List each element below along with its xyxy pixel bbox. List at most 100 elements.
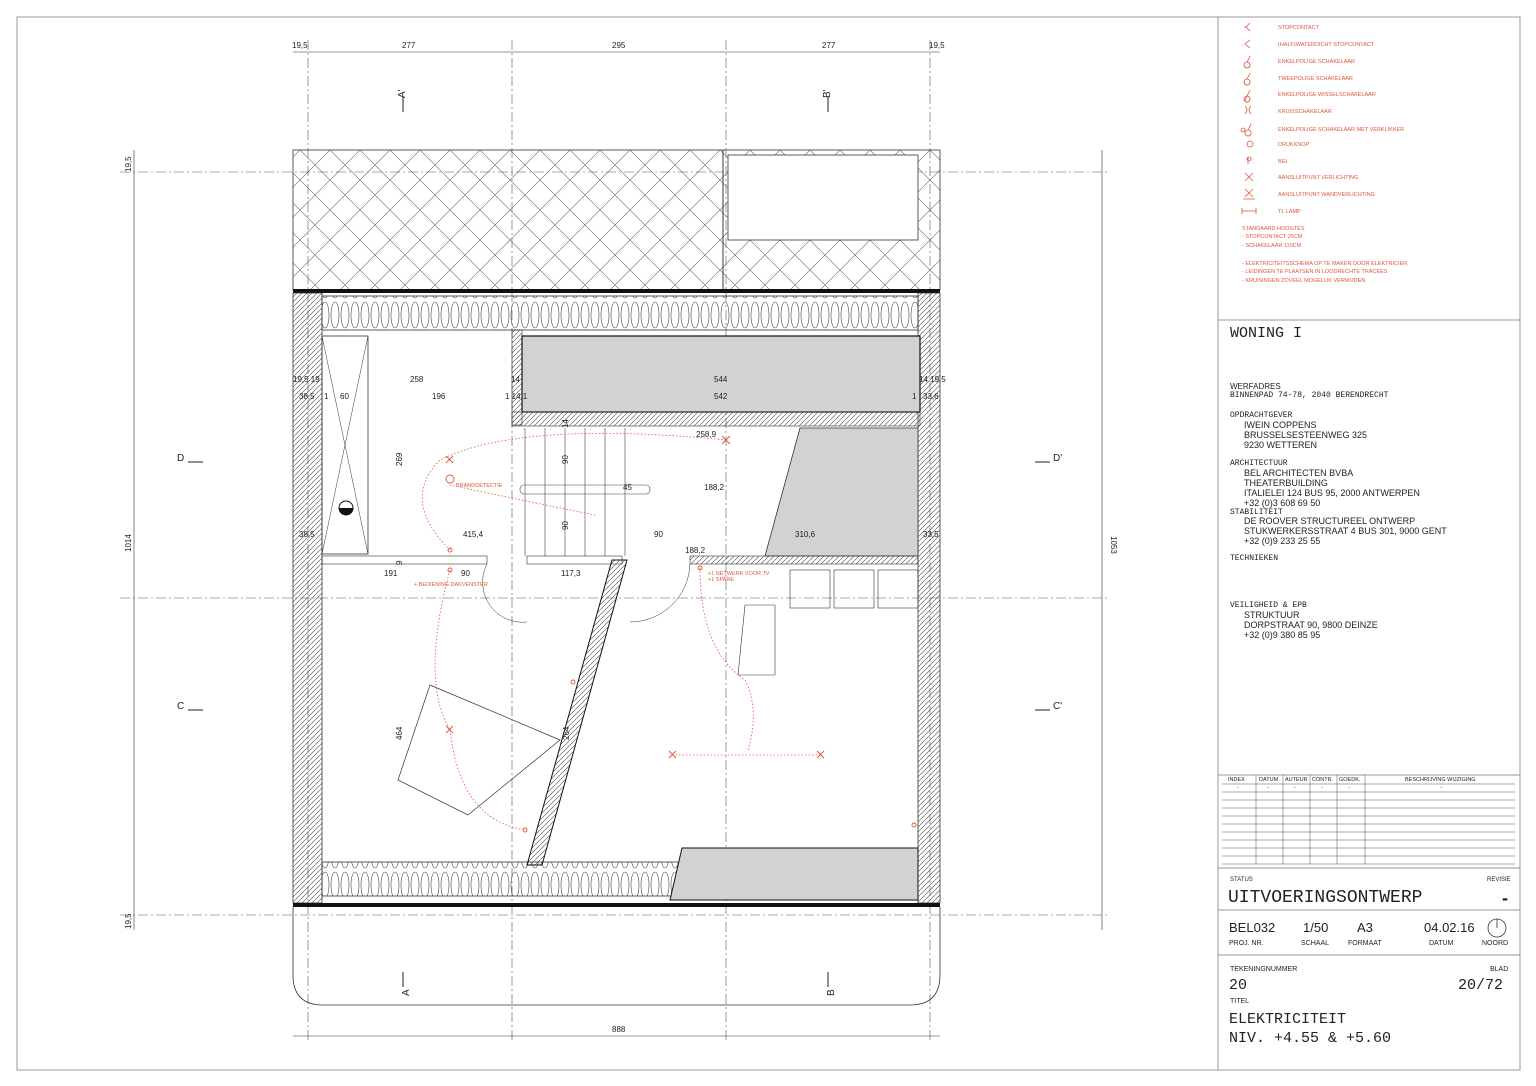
svg-text:1014: 1014: [124, 534, 133, 552]
svg-text:33,6: 33,6: [923, 392, 939, 401]
svg-text:+1 NETWERK VOOR TV: +1 NETWERK VOOR TV: [708, 571, 770, 577]
svg-text:TL LAMP: TL LAMP: [1278, 209, 1301, 215]
svg-text:14: 14: [511, 375, 520, 384]
svg-text:90: 90: [561, 521, 570, 530]
svg-text:117,3: 117,3: [561, 569, 581, 578]
svg-text:60: 60: [340, 392, 349, 401]
svg-text:1: 1: [324, 392, 329, 401]
svg-text:TWEEPOLIGE SCHAKELAAR: TWEEPOLIGE SCHAKELAAR: [1278, 76, 1353, 82]
svg-text:277: 277: [402, 41, 416, 50]
project-title: WONING I: [1230, 325, 1303, 342]
svg-text:542: 542: [714, 392, 728, 401]
address-line: IWEIN COPPENS: [1244, 420, 1317, 430]
electrical-symbols: [445, 435, 917, 833]
address-line: +32 (0)3 608 69 50: [1244, 498, 1321, 508]
svg-text:AANSLUITPUNT WANDVERLICHTING: AANSLUITPUNT WANDVERLICHTING: [1278, 192, 1375, 198]
dimension-texts: 19,5 277 295 277 19,5 888 19,5 1014 19,5…: [124, 41, 1118, 1034]
address-line: DORPSTRAAT 90, 9800 DEINZE: [1244, 620, 1378, 630]
svg-text:90: 90: [561, 455, 570, 464]
opdrachtgever-label: OPDRACHTGEVER: [1230, 411, 1293, 420]
titel: ELEKTRICITEIT NIV. +4.55 & +5.60: [1229, 1010, 1391, 1048]
svg-text:295: 295: [612, 41, 626, 50]
address-line: BRUSSELSESTEENWEG 325: [1244, 430, 1368, 440]
wall-right: [917, 292, 941, 904]
status-value: UITVOERINGSONTWERP: [1228, 888, 1423, 908]
werfadres: BINNENPAD 74-78, 2040 BERENDRECHT: [1230, 391, 1389, 400]
svg-text:ENKELPOLIGE SCHAKELAAR MET: ENKELPOLIGE SCHAKELAAR MET VERKLIKKER: [1278, 127, 1404, 133]
svg-text:191: 191: [384, 569, 398, 578]
architect-label: ARCHITECTUUR: [1230, 459, 1288, 468]
status-label: STATUS: [1230, 877, 1253, 883]
svg-text:BEL: BEL: [1278, 159, 1288, 165]
col-contr: CONTR.: [1312, 777, 1334, 783]
svg-text:90: 90: [461, 569, 470, 578]
svg-text:- ELEKTRICITEITSSCHEMA OP TE: - ELEKTRICITEITSSCHEMA OP TE MAKEN DOOR …: [1242, 261, 1407, 267]
col-index: INDEX: [1228, 777, 1245, 783]
void-middle: [764, 427, 919, 557]
svg-text:1: 1: [912, 392, 917, 401]
col-goedk: GOEDK.: [1339, 777, 1361, 783]
svg-text:544: 544: [714, 375, 728, 384]
svg-text:888: 888: [612, 1025, 626, 1034]
address-line: BEL ARCHITECTEN BVBA: [1244, 468, 1354, 478]
svg-text:14: 14: [561, 419, 570, 428]
svg-text:- KRUISINGEN ZOVEEL MOGELIJK: - KRUISINGEN ZOVEEL MOGELIJK VERMIJDEN: [1242, 278, 1365, 284]
svg-text:B: B: [826, 989, 837, 996]
svg-text:33,5: 33,5: [923, 530, 939, 539]
svg-text:188,2: 188,2: [685, 546, 706, 555]
technieken-label: TECHNIEKEN: [1230, 554, 1279, 563]
datum-label: DATUM: [1429, 940, 1454, 947]
svg-text:+1 SPARE: +1 SPARE: [708, 577, 734, 583]
titel-label: TITEL: [1230, 998, 1250, 1005]
address-line: THEATERBUILDING: [1244, 478, 1328, 488]
svg-text:38,5: 38,5: [299, 530, 315, 539]
void-bottom: [669, 847, 919, 901]
svg-text:90: 90: [654, 530, 663, 539]
werfadres-label: WERFADRES: [1230, 382, 1281, 391]
svg-text:19,5 19: 19,5 19: [293, 375, 320, 384]
tekeningnummer-label: TEKENINGNUMMER: [1230, 966, 1298, 973]
stabiliteit-label: STABILITEIT: [1230, 508, 1283, 517]
proj-nr-label: PROJ. NR.: [1229, 940, 1264, 947]
tekeningnummer: 20: [1229, 977, 1248, 994]
svg-text:264: 264: [562, 726, 571, 740]
revision-table: [1222, 775, 1515, 865]
svg-text:269: 269: [395, 452, 404, 466]
svg-text:19,5: 19,5: [929, 41, 945, 50]
svg-text:196: 196: [432, 392, 446, 401]
legend-labels: STOPCONTACT (HALF)WATERDICHT STOPCONTACT…: [1242, 25, 1407, 284]
svg-text:277: 277: [822, 41, 836, 50]
sheet-border: [16, 16, 1521, 1071]
svg-text:DRUKKNOP: DRUKKNOP: [1278, 142, 1310, 148]
cell: -: [1321, 785, 1323, 791]
svg-text:AANSLUITPUNT VERLICHTING: AANSLUITPUNT VERLICHTING: [1278, 175, 1358, 181]
svg-text:19,5: 19,5: [124, 156, 133, 172]
blad-label: BLAD: [1490, 966, 1509, 973]
svg-text:(HALF)WATERDICHT STOPCONTACT: (HALF)WATERDICHT STOPCONTACT: [1278, 42, 1375, 48]
revisie-value: -: [1502, 888, 1508, 908]
veiligheid-label: VEILIGHEID & EPB: [1230, 601, 1307, 610]
schaal-label: SCHAAL: [1301, 940, 1330, 947]
revisie-label: REVISIE: [1487, 877, 1511, 883]
svg-text:14 19,5: 14 19,5: [919, 375, 946, 384]
roof-window: [397, 684, 561, 816]
datum: 04.02.16: [1424, 920, 1475, 935]
address-line: +32 (0)9 233 25 55: [1244, 536, 1321, 546]
address-line: STRUKTUUR: [1244, 610, 1300, 620]
blad: 20/72: [1458, 977, 1504, 994]
svg-text:- LEIDINGEN TE PLAATSEN IN L: - LEIDINGEN TE PLAATSEN IN LOODRECHTE TR…: [1242, 269, 1388, 275]
skylight: [727, 154, 919, 241]
wiring: [421, 432, 820, 831]
svg-text:1 14 1: 1 14 1: [505, 392, 528, 401]
svg-text:STANDAARD HOOGTES: STANDAARD HOOGTES: [1242, 226, 1305, 232]
svg-text:258: 258: [410, 375, 424, 384]
formaat: A3: [1357, 920, 1373, 935]
svg-text:C': C': [1053, 701, 1062, 712]
svg-text:- STOPCONTACT 25CM: - STOPCONTACT 25CM: [1242, 234, 1303, 240]
stabiliteit: DE ROOVER STRUCTUREEL ONTWERP STUKWERKER…: [1244, 516, 1447, 546]
address-line: STUKWERKERSSTRAAT 4 BUS 301, 9000 GENT: [1244, 526, 1447, 536]
svg-text:45: 45: [623, 483, 632, 492]
light-point-icon: [721, 435, 731, 445]
cell: -: [1267, 785, 1269, 791]
